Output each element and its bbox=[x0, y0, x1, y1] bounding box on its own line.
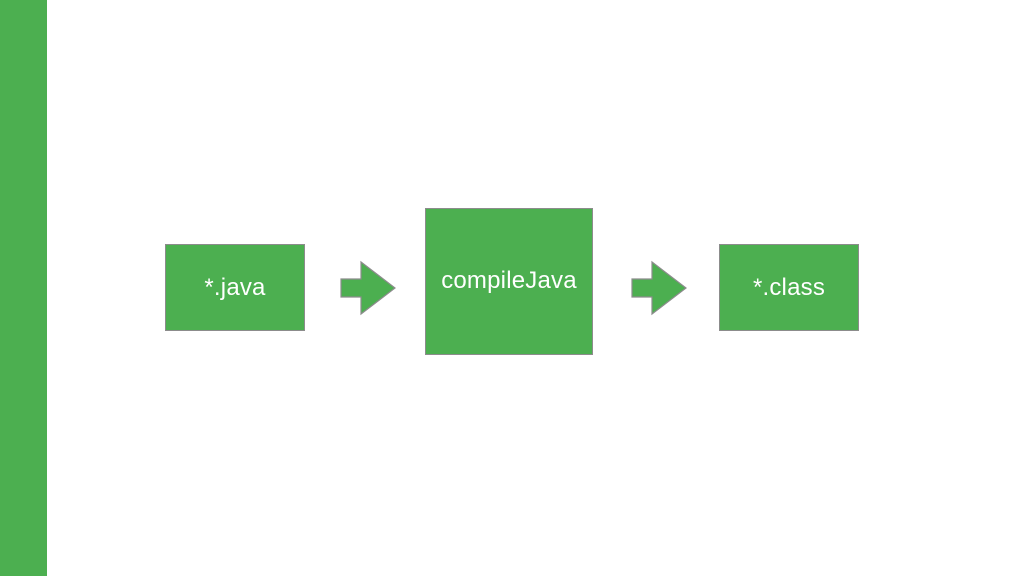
node-compile-java-task: compileJava bbox=[425, 208, 593, 355]
node-compile-java-task-label: compileJava bbox=[441, 267, 577, 294]
node-class-output: *.class bbox=[719, 244, 859, 331]
node-java-source: *.java bbox=[165, 244, 305, 331]
accent-side-bar bbox=[0, 0, 47, 576]
node-class-output-label: *.class bbox=[752, 273, 826, 301]
node-java-source-label: *.java bbox=[204, 273, 266, 301]
arrow-right-icon bbox=[340, 260, 396, 316]
arrow-right-icon bbox=[631, 260, 687, 316]
